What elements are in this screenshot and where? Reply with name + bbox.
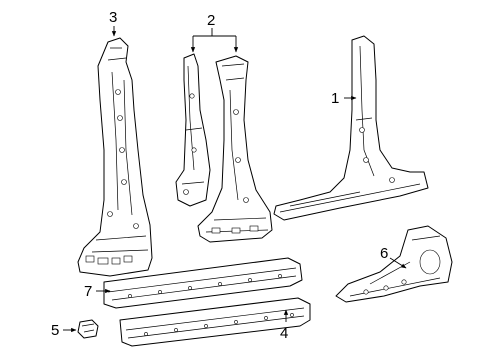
part-2-center-pillar-inner [175, 53, 211, 207]
callout-2: 2 [207, 12, 215, 29]
leader-6 [389, 257, 407, 269]
part-6-rear-wheelhouse [335, 225, 453, 303]
callout-4: 4 [280, 325, 288, 342]
part-4-rocker-inner [119, 297, 311, 347]
part-7-rocker-upper [103, 257, 303, 309]
part-1-body-side-outer [273, 35, 429, 221]
callout-3: 3 [109, 9, 117, 26]
part-5-clip [77, 319, 99, 339]
part-2-center-pillar-outer [197, 55, 273, 243]
callout-5: 5 [51, 322, 59, 339]
callout-1: 1 [331, 90, 339, 107]
callout-7: 7 [84, 283, 92, 300]
part-3-front-pillar [77, 37, 153, 277]
callout-6: 6 [380, 245, 388, 262]
